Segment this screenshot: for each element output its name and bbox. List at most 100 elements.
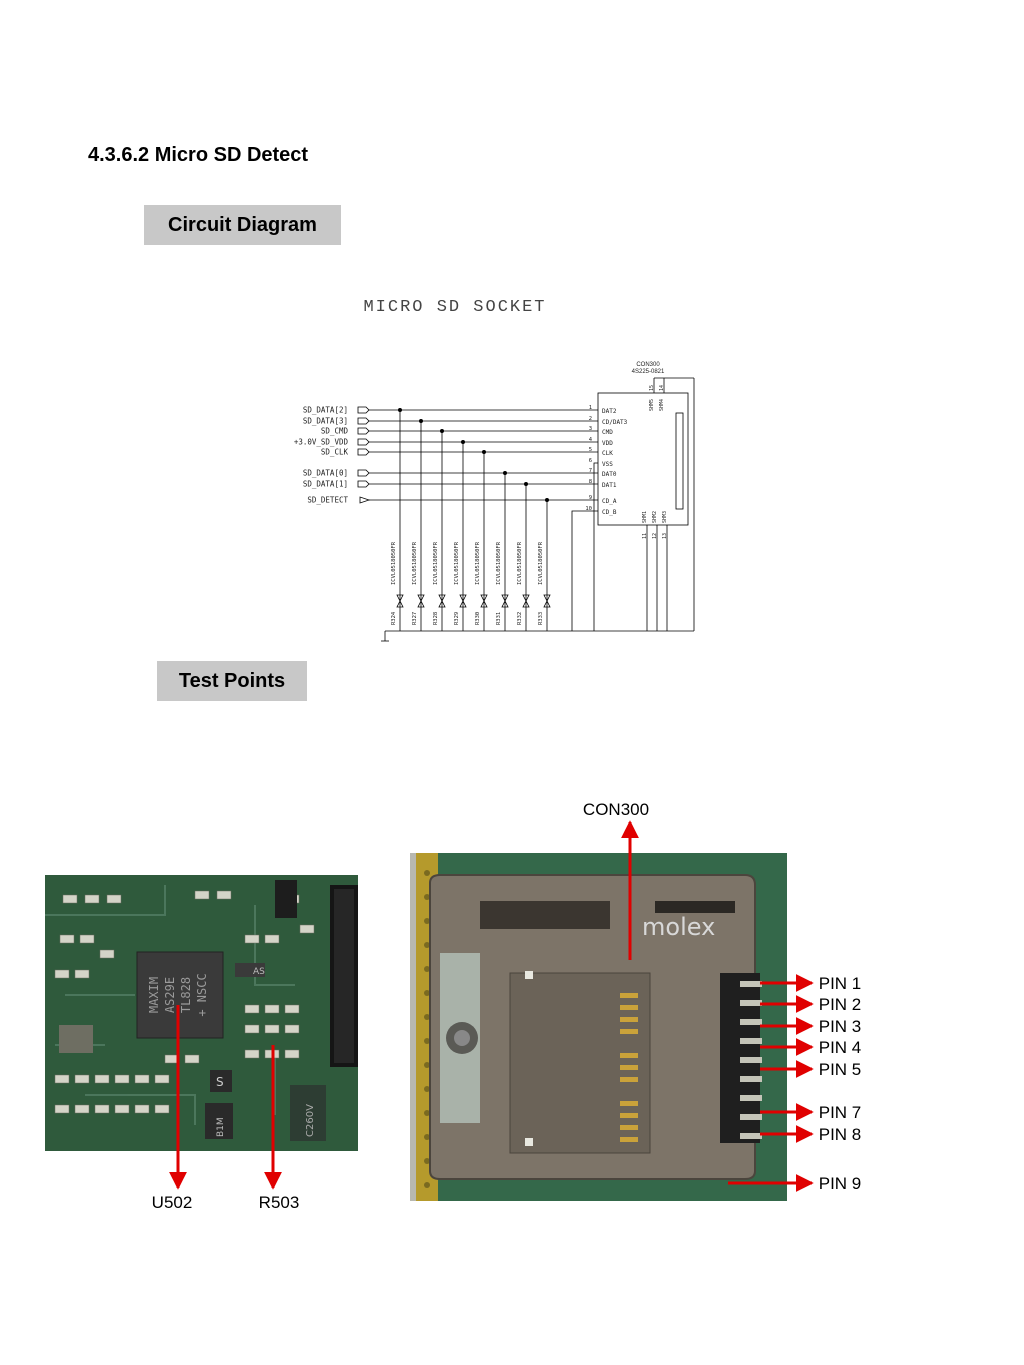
signal-port-0 [357, 406, 370, 414]
pcb-component-2 [106, 894, 122, 904]
pcb-component-30 [134, 1104, 150, 1114]
pcb-component-23 [114, 1074, 130, 1084]
board-via-0 [424, 870, 430, 876]
board-via-5 [424, 990, 430, 996]
signal-port-4 [357, 448, 370, 456]
esd-part-5: ICVL0518050FR [496, 541, 502, 585]
socket-contact-2 [620, 1017, 638, 1022]
board-via-8 [424, 1062, 430, 1068]
callout-con300: CON300 [583, 800, 649, 819]
schematic-title: MICRO SD SOCKET [363, 298, 546, 317]
section-title: 4.3.6.2 Micro SD Detect [88, 144, 309, 166]
board-via-9 [424, 1086, 430, 1092]
pin-name-8: DAT1 [602, 482, 617, 489]
pcb-component-29 [114, 1104, 130, 1114]
pcb-component-35 [164, 1054, 180, 1064]
esd-ref-7: R333 [538, 612, 544, 625]
pin-number-3: 3 [589, 426, 592, 432]
pin-number-9: 9 [589, 495, 592, 501]
esd-ref-4: R330 [475, 612, 481, 625]
signal-port-5 [357, 469, 370, 477]
pcb-component-21 [74, 1074, 90, 1084]
callout-pin-label-4: PIN 4 [819, 1038, 862, 1057]
signal-port-6 [357, 480, 370, 488]
pcb-component-7 [59, 934, 75, 944]
board-via-11 [424, 1134, 430, 1140]
edge-pin-8 [740, 1133, 762, 1139]
pin-name-7: DAT0 [602, 471, 617, 478]
pcb-component-16 [284, 1004, 300, 1014]
edge-pin-0 [740, 981, 762, 987]
pcb-capacitor [59, 1025, 93, 1053]
test-points-label: Test Points [157, 661, 307, 701]
edge-pin-6 [740, 1095, 762, 1101]
board-via-12 [424, 1158, 430, 1164]
board-via-7 [424, 1038, 430, 1044]
callout-pin-label-6: PIN 7 [819, 1103, 862, 1122]
pin-number-6: 6 [589, 458, 592, 464]
pcb-component-27 [74, 1104, 90, 1114]
board-via-6 [424, 1014, 430, 1020]
esd-part-4: ICVL0518050FR [475, 541, 481, 585]
socket-marker-bottom [525, 1138, 533, 1146]
pcb-component-19 [284, 1024, 300, 1034]
chip-marking-1: MAXIM [147, 977, 161, 1013]
pcb-component-4 [216, 890, 232, 900]
pcb-component-22 [94, 1074, 110, 1084]
chip-marking-2: AS29E [163, 977, 177, 1013]
pin-number-7: 7 [589, 468, 592, 474]
board-via-13 [424, 1182, 430, 1188]
esd-part-0: ICVL0518050FR [391, 541, 397, 585]
signal-port-1 [357, 417, 370, 425]
esd-diode-0 [396, 594, 404, 608]
socket-contact-7 [620, 1101, 638, 1106]
callout-pin-label-1: PIN 1 [819, 974, 862, 993]
signal-label-0: SD_DATA[2] [303, 406, 348, 415]
pcb-component-18 [264, 1024, 280, 1034]
callout-pin-label-3: PIN 3 [819, 1017, 862, 1036]
pin-number-10: 10 [585, 506, 592, 512]
pcb-component-14 [244, 1004, 260, 1014]
pin-name-6: VSS [602, 461, 613, 468]
pin-number-5: 5 [589, 447, 592, 453]
edge-pin-7 [740, 1114, 762, 1120]
esd-diode-4 [480, 594, 488, 608]
pin-name-5: CLK [602, 450, 613, 457]
pin-number-2: 2 [589, 416, 592, 422]
u502-chip: MAXIM AS29E TL828 + NSCC [136, 951, 224, 1039]
vss-wire [593, 462, 598, 631]
edge-pin-5 [740, 1076, 762, 1082]
callout-r503: R503 [259, 1193, 300, 1212]
esd-ref-2: R328 [433, 612, 439, 625]
esd-part-2: ICVL0518050FR [433, 541, 439, 585]
esd-diode-6 [522, 594, 530, 608]
socket-contact-1 [620, 1005, 638, 1010]
board-via-4 [424, 966, 430, 972]
shield-num-15: 15 [649, 385, 655, 391]
signal-label-3: +3.0V_SD_VDD [294, 438, 349, 447]
part-marking-c260v: C260V [305, 1104, 316, 1137]
pcb-component-26 [54, 1104, 70, 1114]
pcb-component-33 [264, 1049, 280, 1059]
pin-name-2: CD/DAT3 [602, 419, 628, 426]
connector-part: 4S225-0821 [632, 369, 665, 375]
pcb-ic-small [275, 880, 297, 918]
pcb-component-11 [264, 934, 280, 944]
shield-num-12: 12 [652, 533, 658, 539]
pin-number-8: 8 [589, 479, 592, 485]
esd-ref-1: R327 [412, 612, 418, 625]
callout-pin-label-7: PIN 8 [819, 1125, 862, 1144]
pin-name-4: VDD [602, 440, 613, 447]
callout-pin-label-2: PIN 2 [819, 995, 862, 1014]
board-via-2 [424, 918, 430, 924]
shield-num-14: 14 [659, 385, 665, 391]
esd-ref-6: R332 [517, 612, 523, 625]
pcb-photo-u502: MAXIM AS29E TL828 + NSCC AS S B1M C260V [45, 875, 358, 1151]
pcb-component-10 [244, 934, 260, 944]
shield-name-14: SHM4 [659, 399, 665, 411]
socket-contact-8 [620, 1113, 638, 1118]
edge-pin-4 [740, 1057, 762, 1063]
esd-diode-5 [501, 594, 509, 608]
signal-port-3 [357, 438, 370, 446]
shield-name-13: SHM3 [662, 511, 668, 523]
